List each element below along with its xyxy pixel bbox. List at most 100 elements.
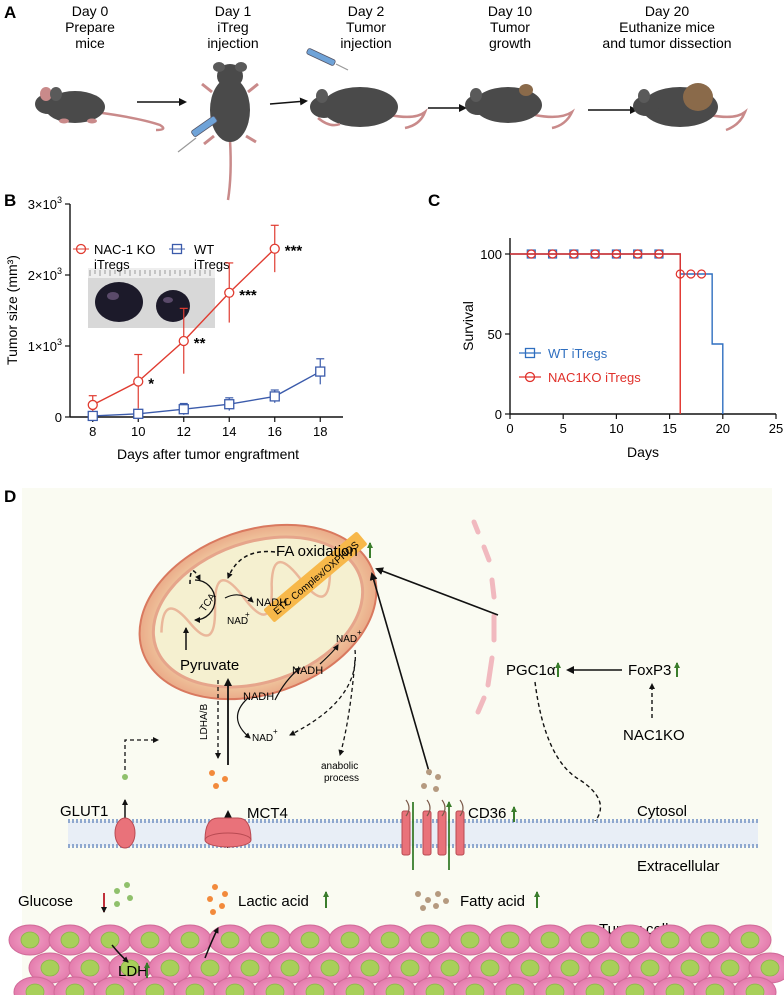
y-tick-label: 2×103	[28, 266, 62, 283]
legend-label: NAC-1 KO	[94, 242, 155, 257]
timeline-step-3: Day 10 Tumor growth	[488, 3, 533, 51]
mct4-transporter	[204, 817, 252, 848]
x-axis-label: Days after tumor engraftment	[117, 446, 299, 462]
ldha-label: LDHA/B	[199, 704, 210, 740]
censor-marker	[611, 249, 622, 259]
x-tick-label: 20	[716, 421, 730, 436]
timeline-day: Day 2	[348, 3, 385, 19]
tumor-nucleus	[280, 959, 300, 977]
tumor-nucleus	[520, 959, 540, 977]
tumor-nucleus	[305, 983, 325, 995]
timeline-day: Day 10	[488, 3, 533, 19]
mouse-illustration	[35, 87, 165, 132]
tumor-nucleus	[225, 983, 245, 995]
tumor-nucleus	[665, 983, 685, 995]
metabolite-dots	[122, 769, 441, 792]
tumor-nucleus	[300, 931, 320, 949]
censor-marker	[569, 249, 579, 259]
legend-label: WT	[194, 242, 214, 257]
mouse-illustration	[177, 62, 259, 201]
tumor-nucleus	[745, 983, 765, 995]
legend-label: iTregs	[94, 257, 130, 272]
legend-marker-ko	[524, 371, 536, 383]
tumor-nucleus	[65, 983, 85, 995]
tumor-nucleus	[320, 959, 340, 977]
y-tick-label: 100	[480, 247, 502, 262]
y-tick-label: 1×103	[28, 337, 62, 354]
tumor-nucleus	[585, 983, 605, 995]
data-point	[87, 410, 98, 422]
tumor-nucleus	[265, 983, 285, 995]
foxp3-label: FoxP3	[628, 662, 671, 679]
tumor-nucleus	[720, 959, 740, 977]
timeline-step-4: Day 20 Euthanize mice and tumor dissecti…	[602, 3, 731, 51]
censor-marker	[526, 249, 536, 259]
tumor-nucleus	[120, 959, 140, 977]
nucleus-envelope	[471, 519, 497, 715]
timeline-day: Day 20	[645, 3, 690, 19]
tumor-nucleus	[260, 931, 280, 949]
timeline-step-1: Day 1 iTreg injection	[207, 3, 258, 51]
y-tick-label: 0	[495, 407, 502, 422]
timeline-desc: Tumor	[490, 19, 530, 35]
timeline-desc: and tumor dissection	[602, 35, 731, 51]
tumor-nucleus	[80, 959, 100, 977]
lactic-acid-label: Lactic acid	[238, 893, 309, 910]
superscript: +	[357, 628, 362, 637]
tumor-nucleus	[220, 931, 240, 949]
tumor-nucleus	[625, 983, 645, 995]
timeline-day: Day 0	[72, 3, 109, 19]
legend: WT iTregs NAC1KO iTregs	[519, 346, 641, 385]
data-point	[224, 399, 235, 410]
nac1ko-label: NAC1KO	[623, 727, 685, 744]
flow-arrow	[189, 570, 201, 585]
timeline-desc: injection	[207, 35, 258, 51]
censor-marker	[633, 249, 643, 259]
glut1-transporter	[114, 817, 136, 849]
glut1-label: GLUT1	[60, 803, 108, 820]
nad-label: NAD	[252, 733, 273, 744]
timeline-step-2: Day 2 Tumor injection	[340, 3, 391, 51]
nad-label: NAD	[227, 616, 248, 627]
x-tick-label: 5	[560, 421, 567, 436]
tumor-nucleus	[465, 983, 485, 995]
tumor-nucleus	[385, 983, 405, 995]
metabolite-dots	[114, 882, 449, 915]
x-tick-label: 0	[506, 421, 513, 436]
timeline: Day 0 Prepare mice Day 1 iTreg injection…	[65, 3, 732, 51]
timeline-desc: iTreg	[217, 19, 248, 35]
panel-label-c: C	[428, 191, 440, 210]
tumor-nucleus	[360, 959, 380, 977]
flow-arrow	[227, 550, 276, 579]
tumor-nucleus	[740, 931, 760, 949]
tumor-nucleus	[700, 931, 720, 949]
timeline-step-0: Day 0 Prepare mice	[65, 3, 115, 51]
flow-arrow	[369, 572, 431, 776]
x-tick-label: 10	[131, 424, 145, 439]
tumor-nucleus	[640, 959, 660, 977]
censor-marker	[654, 249, 664, 259]
timeline-arrow	[269, 97, 308, 106]
tumor-nucleus	[105, 983, 125, 995]
significance-label: ***	[239, 287, 257, 304]
tumor-nucleus	[660, 931, 680, 949]
tumor-nucleus	[400, 959, 420, 977]
nadh-label: NADH	[243, 691, 274, 703]
timeline-desc: Tumor	[346, 19, 386, 35]
mouse-illustration	[465, 84, 575, 130]
data-point	[224, 287, 235, 298]
data-point	[178, 335, 189, 347]
tumor-photo	[88, 268, 215, 328]
tumor-nucleus	[25, 983, 45, 995]
data-point	[87, 399, 98, 411]
tumor-size-chart: Tumor size (mm³) Days after tumor engraf…	[4, 195, 343, 462]
data-point	[269, 243, 280, 254]
tumor-nucleus	[345, 983, 365, 995]
x-tick-label: 18	[313, 424, 327, 439]
flow-arrow	[274, 667, 301, 701]
survival-line	[510, 253, 681, 414]
anabolic-label: anabolic	[321, 761, 358, 772]
tumor-nucleus	[60, 931, 80, 949]
x-axis-label: Days	[627, 444, 659, 460]
